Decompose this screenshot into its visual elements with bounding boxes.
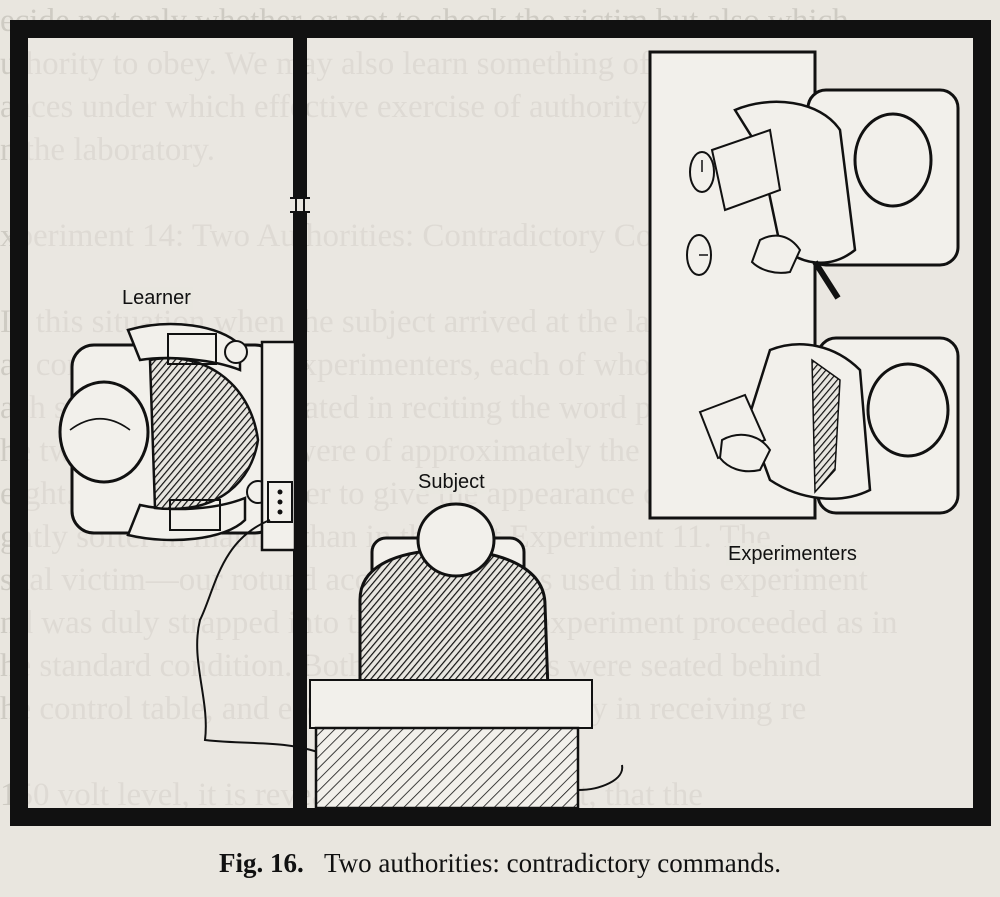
subject-label: Subject <box>416 471 487 494</box>
experimenter-1-figure <box>710 88 960 300</box>
figure-caption-text: Two authorities: contradictory commands. <box>324 848 781 878</box>
subject-figure <box>358 502 550 724</box>
experimenter-2-hand <box>718 433 772 473</box>
experimenter-2-figure <box>698 336 960 515</box>
figure-number: Fig. 16. <box>219 848 304 878</box>
shock-generator <box>314 726 580 810</box>
learner-hand-upper <box>224 340 248 364</box>
electrode-cable <box>196 519 319 753</box>
subject-head <box>416 502 496 578</box>
learner-torso <box>148 356 260 511</box>
control-table <box>309 679 593 729</box>
divider-wall-top <box>293 38 307 198</box>
learner-strap-lower <box>169 499 221 531</box>
experimenter-1-hand <box>750 234 802 274</box>
desk-clock-top <box>689 151 715 193</box>
desk-clock-bottom <box>686 234 712 276</box>
outer-wall <box>10 20 991 826</box>
figure-caption: Fig. 16. Two authorities: contradictory … <box>0 848 1000 879</box>
learner-label: Learner <box>120 287 193 310</box>
experimenter-1-head <box>853 112 933 208</box>
control-panel-cable <box>577 764 624 791</box>
answer-box-switches <box>267 481 293 523</box>
experimenter-2-head <box>866 362 950 458</box>
door-hinge <box>290 197 310 213</box>
experimenter-2-tie <box>811 358 841 494</box>
experimenter-1-paper <box>710 128 782 212</box>
learner-strap-upper <box>167 333 217 365</box>
divider-wall-bottom <box>293 212 307 808</box>
learner-figure <box>58 322 279 542</box>
learner-head <box>58 380 150 484</box>
experimenters-label: Experimenters <box>726 543 859 566</box>
